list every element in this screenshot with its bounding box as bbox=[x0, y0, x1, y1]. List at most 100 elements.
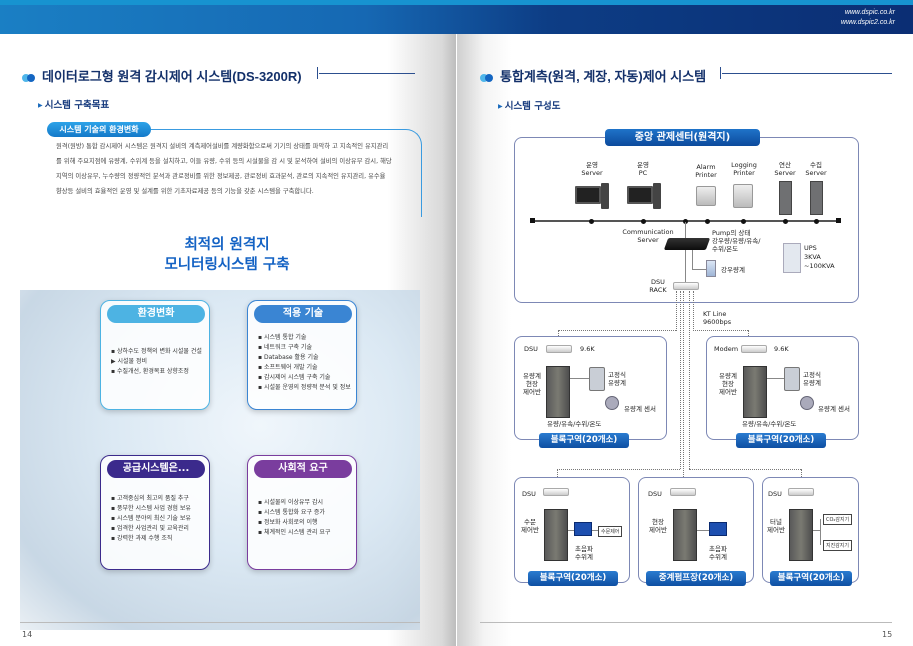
dsu-rack-icon bbox=[673, 282, 699, 290]
control-panel-icon bbox=[544, 509, 568, 561]
card-item: 엄격한 사업관리 및 교육관리 bbox=[111, 524, 207, 534]
label-line: DSU bbox=[651, 278, 665, 286]
label-line: 고정식 bbox=[608, 371, 626, 379]
card-title: 환경변화 bbox=[107, 305, 205, 323]
label-line: 수위/온도 bbox=[712, 245, 739, 253]
speed-label: 9.6K bbox=[580, 345, 595, 353]
dsu-icon bbox=[670, 488, 696, 496]
label-line: 9600bps bbox=[703, 318, 732, 326]
website-url[interactable]: www.dspic.co.kr bbox=[844, 9, 895, 16]
rain-gauge-line bbox=[692, 269, 706, 270]
printer-icon bbox=[696, 186, 716, 206]
co2-sensor-box: CO₂감지기 bbox=[823, 514, 853, 525]
control-panel-icon bbox=[673, 509, 697, 561]
flowmeter-icon bbox=[589, 367, 605, 391]
card-item: 네트워크 구축 기술 bbox=[258, 343, 354, 353]
connector bbox=[767, 378, 785, 379]
sensor-label: 유량계 센서 bbox=[624, 405, 656, 413]
top-banner: www.dspic.co.kr www.dspic2.co.kr bbox=[0, 0, 913, 34]
env-change-pill: 시스템 기술의 환경변화 bbox=[47, 122, 151, 137]
device-label: DSU bbox=[522, 490, 536, 498]
sensor-label: 유량계 센서 bbox=[818, 405, 850, 413]
card-item: 시스템 통합화 요구 증가 bbox=[258, 508, 354, 518]
label-line: 현장 bbox=[526, 380, 538, 388]
rain-gauge-label: 강우량계 bbox=[721, 266, 745, 274]
label-line: 유량계 bbox=[719, 372, 737, 380]
title-rule bbox=[722, 73, 892, 74]
heading-line: 모니터링시스템 구축 bbox=[164, 257, 290, 273]
card-item: 강력한 과제 수행 조직 bbox=[111, 534, 207, 544]
heading-line: 최적의 원격지 bbox=[184, 237, 270, 253]
title-divider bbox=[317, 67, 318, 79]
dotted-link bbox=[557, 469, 680, 470]
label-line: 유량계 bbox=[803, 379, 821, 387]
label-line: 운영 bbox=[586, 161, 598, 169]
label-line: 현장 bbox=[652, 518, 664, 526]
node-dot bbox=[783, 219, 788, 224]
flowmeter-icon bbox=[784, 367, 800, 391]
card-item: 풍부한 시스템 사업 경험 보유 bbox=[111, 504, 207, 514]
pc-tower-icon bbox=[601, 183, 609, 209]
paragraph-line: 향상등 설비의 효율적인 운영 및 설계를 위한 기초자료제공 등의 기능을 갖… bbox=[56, 188, 314, 195]
seismic-sensor-box: 지진감지기 bbox=[823, 540, 853, 551]
left-section-title: 데이터로그형 원격 감시제어 시스템(DS-3200R) bbox=[22, 66, 302, 85]
connector bbox=[697, 530, 709, 531]
label-line: 현장 bbox=[722, 380, 734, 388]
speed-label: 9.6K bbox=[774, 345, 789, 353]
comm-server-icon bbox=[663, 238, 711, 250]
dotted-link bbox=[558, 330, 676, 331]
block-label: 블록구역(20개소) bbox=[539, 433, 629, 448]
label-line: 제어반 bbox=[767, 526, 785, 534]
website-url[interactable]: www.dspic2.co.kr bbox=[840, 19, 895, 26]
page-number: 14 bbox=[22, 630, 33, 639]
monitoring-heading: 최적의 원격지 모니터링시스템 구축 bbox=[97, 235, 357, 275]
card-item: 시설물 운영의 정량적 분석 및 정보 bbox=[258, 383, 354, 393]
ups-icon bbox=[783, 243, 801, 273]
pc-tower-icon bbox=[653, 183, 661, 209]
label-line: Communication bbox=[622, 228, 674, 236]
label-line: ~100KVA bbox=[804, 262, 835, 270]
label-line: Server bbox=[581, 169, 603, 177]
label-line: Pump의 상태 bbox=[712, 229, 751, 237]
left-subtitle: 시스템 구축목표 bbox=[38, 97, 110, 111]
rain-gauge-line bbox=[692, 250, 693, 270]
block-label: 블록구역(20개소) bbox=[528, 571, 618, 586]
label-line: 초음파 bbox=[575, 545, 593, 553]
connector bbox=[570, 378, 590, 379]
card-item: 체계적인 시스템 관리 요구 bbox=[258, 528, 354, 538]
label-line: 강우량/유량/유속/ bbox=[712, 237, 761, 245]
label-line: 수위계 bbox=[575, 553, 593, 561]
bullet-dots-icon bbox=[22, 73, 36, 82]
flow-sensor-icon bbox=[800, 396, 814, 410]
card-item: 시설물의 이상유무 감시 bbox=[258, 498, 354, 508]
bullet-dots-icon bbox=[480, 73, 494, 82]
node-dot bbox=[641, 219, 646, 224]
central-control-title: 중앙 관제센터(원격지) bbox=[605, 129, 760, 146]
footer-rule bbox=[20, 622, 420, 623]
label-line: 수집 bbox=[810, 161, 822, 169]
label-line: KT Line bbox=[703, 310, 727, 318]
intro-paragraph: 원격(원방) 통합 감시제어 시스템은 원격지 설비의 계측제어설비를 계량화함… bbox=[56, 139, 421, 199]
device-label: DSU bbox=[524, 345, 538, 353]
card-item: 감시제어 시스템 구축 기술 bbox=[258, 373, 354, 383]
control-panel-icon bbox=[546, 366, 570, 418]
control-panel-icon bbox=[743, 366, 767, 418]
section-frame bbox=[140, 129, 422, 217]
node-dot bbox=[741, 219, 746, 224]
gate-control-box: 수문제어 bbox=[598, 526, 623, 537]
card-env-change: 환경변화 상하수도 정책의 변화 시설물 건설 ▶ 시설물 정비 수질개선, 환… bbox=[100, 300, 210, 410]
page-number: 15 bbox=[882, 630, 893, 639]
label-line: Server bbox=[805, 169, 827, 177]
monitor-icon bbox=[575, 186, 601, 204]
card-supply-system: 공급시스템은... 고객중심의 최고의 품질 추구 풍부한 시스템 사업 경험 … bbox=[100, 455, 210, 570]
